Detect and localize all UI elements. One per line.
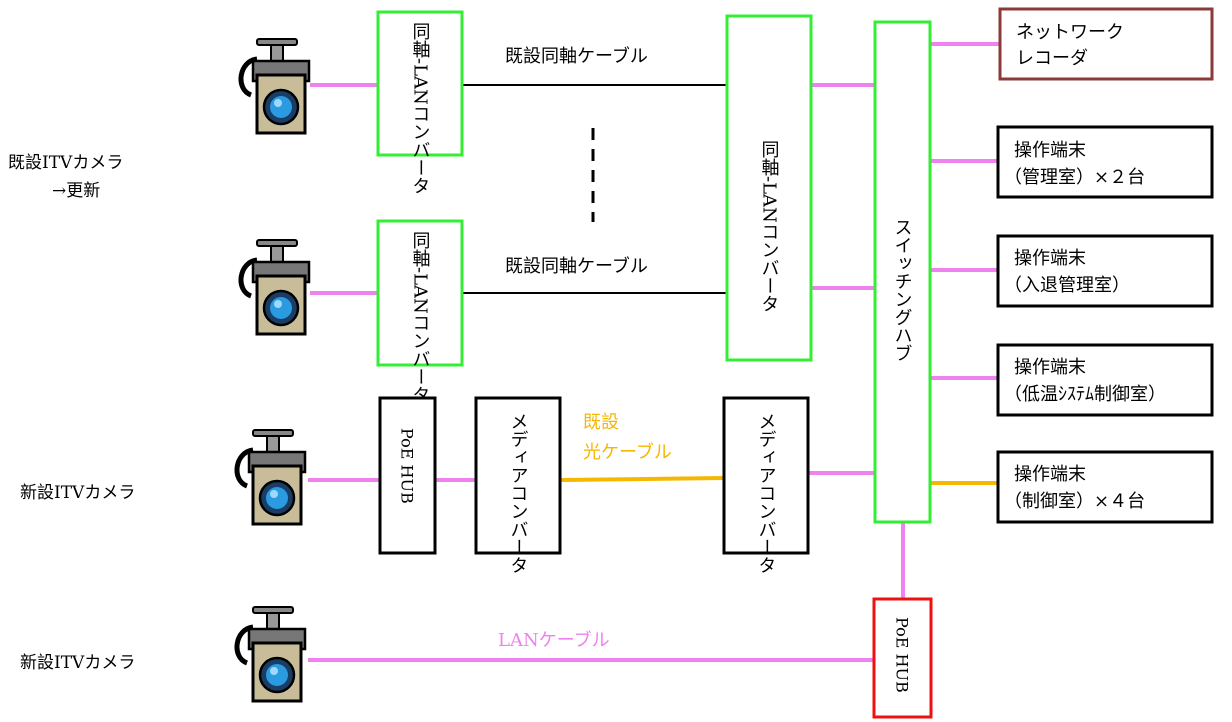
switching-hub-box <box>873 20 932 524</box>
media-converter-box <box>722 396 810 555</box>
terminal-line1: 操作端末 <box>1014 140 1086 161</box>
connection-lines <box>308 42 1000 662</box>
camera-icon <box>241 240 309 334</box>
coax-lan-converter-box <box>376 219 464 367</box>
operation-terminal-box <box>996 343 1214 417</box>
operation-terminal-box <box>996 234 1214 308</box>
operation-terminal-box <box>996 450 1214 524</box>
terminal-line1: ネットワーク <box>1016 22 1124 43</box>
media-converter-label: メディアコンバータ <box>756 412 777 574</box>
coax-lan-converter-box <box>725 14 813 362</box>
coax-lan-converter-box <box>376 10 464 157</box>
lan-cable-label: LANケーブル <box>498 629 610 651</box>
terminal-line2: （低温ｼｽﾃﾑ制御室） <box>1004 384 1166 405</box>
network-recorder-box <box>998 7 1214 81</box>
coax-lan-converter-label: 同軸-LANコンバータ <box>410 231 431 404</box>
optical-cable-label: 光ケーブル <box>583 441 672 463</box>
new-camera-group-label: 新設ITVカメラ <box>20 653 135 673</box>
optical-cable-label: 既設 <box>583 412 619 433</box>
poe-hub-label: PoE HUB <box>398 428 417 504</box>
terminal-line2: レコーダ <box>1016 48 1088 69</box>
poe-hub-box <box>378 396 437 555</box>
operation-terminal-box <box>996 125 1214 199</box>
camera-icon <box>241 39 309 133</box>
terminal-line1: 操作端末 <box>1014 248 1086 269</box>
new-camera-group-label: 新設ITVカメラ <box>20 483 135 503</box>
optical-cable-line <box>559 476 725 482</box>
terminal-line2: （管理室）×２台 <box>1004 167 1145 188</box>
existing-camera-group-label: 既設ITVカメラ <box>8 153 123 173</box>
terminal-line2: （制御室）×４台 <box>1004 491 1145 512</box>
poe-hub-label: PoE HUB <box>893 617 912 693</box>
media-converter-box <box>474 396 562 555</box>
coax-cable-label: 既設同軸ケーブル <box>505 255 648 277</box>
camera-icon <box>237 607 305 701</box>
terminal-line1: 操作端末 <box>1014 357 1086 378</box>
switching-hub-label: スイッチングハブ <box>892 218 913 362</box>
poe-hub-box <box>872 597 933 719</box>
terminal-line1: 操作端末 <box>1014 464 1086 485</box>
media-converter-label: メディアコンバータ <box>508 412 529 574</box>
terminal-line2: （入退管理室） <box>1004 275 1130 296</box>
coax-cable-label: 既設同軸ケーブル <box>505 45 648 67</box>
coax-lan-converter-label: 同軸-LANコンバータ <box>759 140 780 313</box>
coax-lan-converter-label: 同軸-LANコンバータ <box>410 22 431 195</box>
camera-icon <box>237 430 305 524</box>
existing-camera-group-label: →更新 <box>52 181 100 201</box>
